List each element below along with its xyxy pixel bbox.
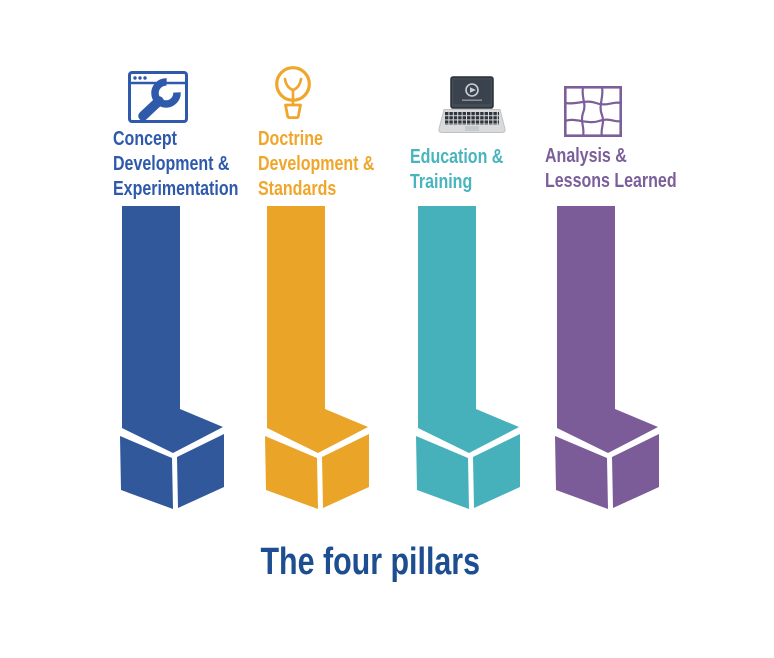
pillar-base-left-face [265, 436, 318, 509]
diagram-title-text: The four pillars [260, 541, 480, 583]
pillar-column [557, 206, 658, 453]
keyboard [445, 112, 499, 125]
label-line: Doctrine [258, 128, 323, 150]
pillar-graphic [416, 206, 520, 509]
pillar-label-doctrine: Doctrine Development & Standards [258, 127, 404, 202]
pillar-label-analysis: Analysis & Lessons Learned [545, 144, 710, 194]
pillar-column [122, 206, 223, 453]
label-line: Lessons Learned [545, 170, 677, 192]
pillar-base-left-face [416, 436, 469, 509]
pillar-base-right-face [177, 434, 224, 508]
browser-wrench-icon [128, 71, 188, 123]
trackpad [465, 126, 479, 131]
pillar-base-right-face [322, 434, 369, 508]
wrench-glyph [138, 78, 181, 121]
label-line: Development & [113, 153, 230, 175]
label-line: Analysis & [545, 145, 627, 167]
pillar-graphic [555, 206, 659, 509]
play-icon [465, 83, 479, 97]
label-line: Concept [113, 128, 177, 150]
pillar-graphic [120, 206, 224, 509]
pillar-label-concept: Concept Development & Experimentation [113, 127, 270, 202]
pillar-column [267, 206, 368, 453]
diagram-title: The four pillars [0, 540, 740, 584]
pillar-label-education: Education & Training [410, 145, 527, 195]
laptop-video-icon [438, 76, 506, 133]
pillar-column [418, 206, 519, 453]
pillar-base-right-face [473, 434, 520, 508]
pillar-graphic [265, 206, 369, 509]
label-line: Training [410, 171, 473, 193]
pillar-base-left-face [555, 436, 608, 509]
lightbulb-icon [275, 66, 311, 119]
pillar-base-left-face [120, 436, 173, 509]
label-line: Education & [410, 146, 504, 168]
label-line: Development & [258, 153, 375, 175]
pillar-base-right-face [612, 434, 659, 508]
label-line: Experimentation [113, 178, 239, 200]
label-line: Standards [258, 178, 337, 200]
map-grid-icon [564, 86, 622, 137]
